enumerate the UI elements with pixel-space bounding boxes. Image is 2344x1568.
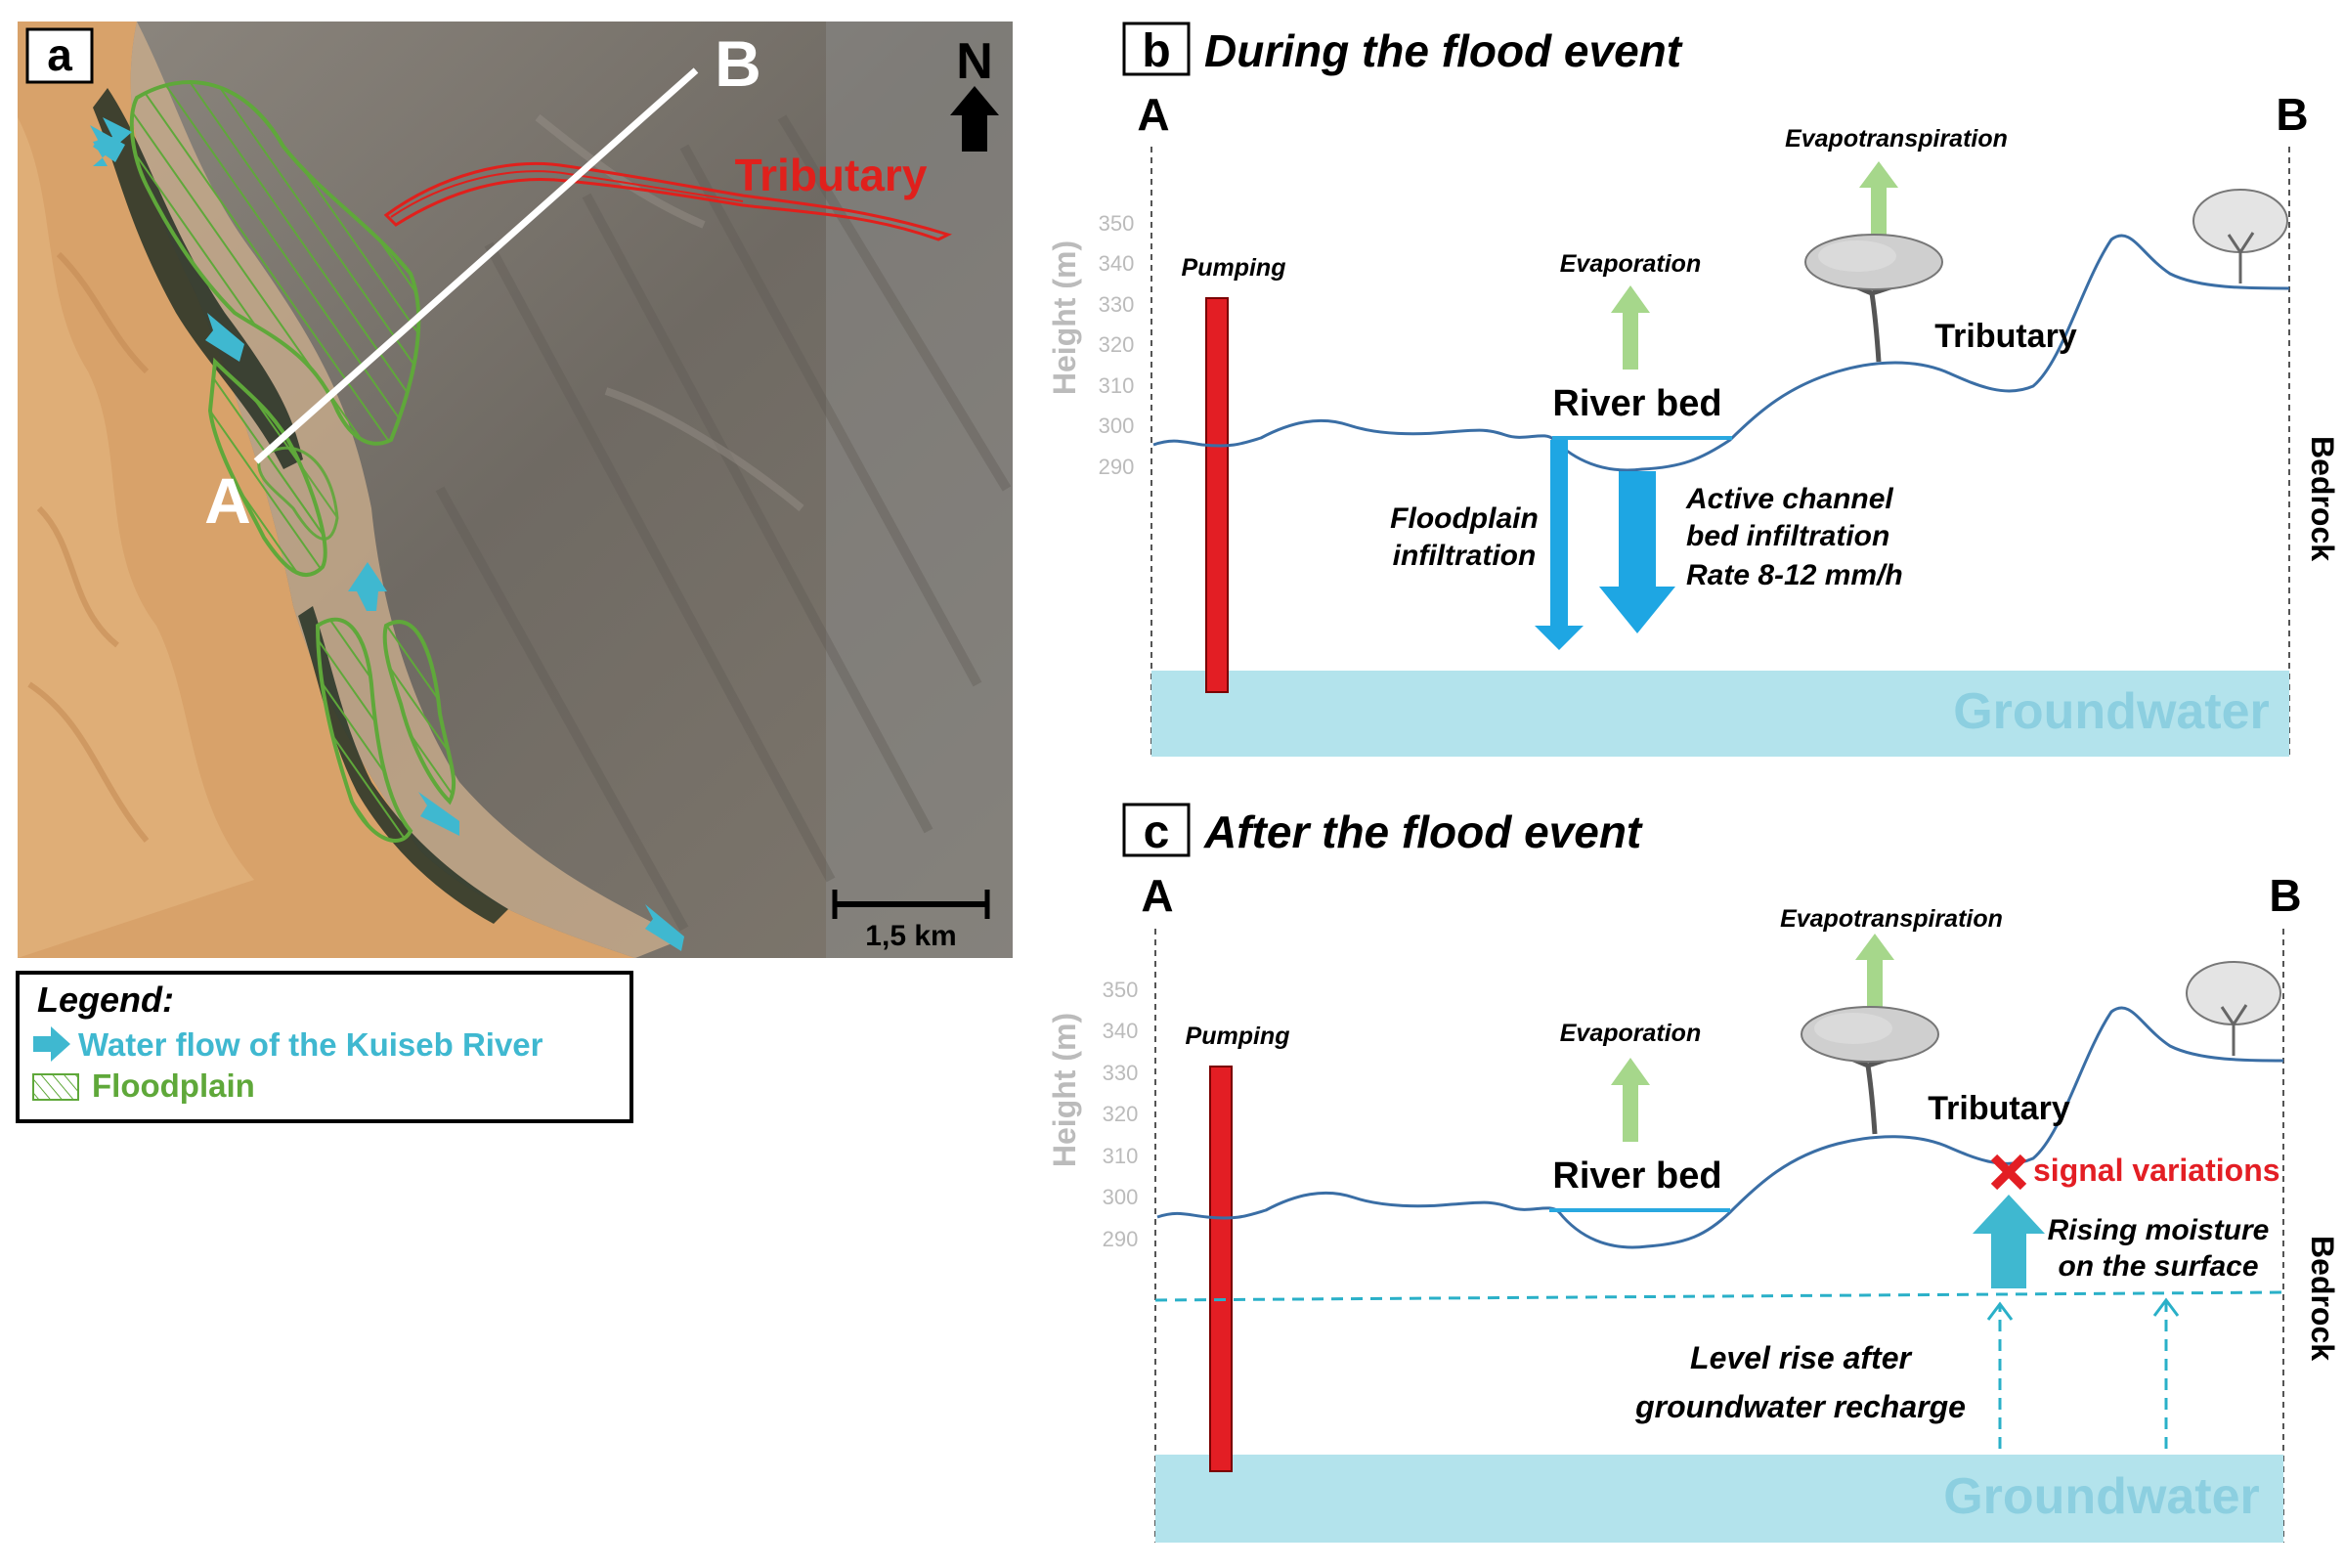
panel-b-active-channel-line3: Rate 8-12 mm/h	[1686, 559, 1903, 591]
map-point-b: B	[715, 27, 761, 100]
panel-c-evaporation-label: Evaporation	[1560, 1020, 1701, 1047]
y-tick: 340	[1099, 251, 1135, 276]
legend-item-flow: Water flow of the Kuiseb River	[78, 1026, 543, 1063]
panel-c-signal-label: signal variations	[2033, 1153, 2280, 1188]
panel-b-label-box	[1122, 22, 1191, 76]
floodplain-south-east	[382, 620, 456, 806]
y-tick: 340	[1103, 1019, 1139, 1043]
north-label: N	[956, 33, 993, 90]
panel-b-groundwater-zone	[1151, 671, 2289, 757]
y-tick: 290	[1103, 1227, 1139, 1251]
scale-bar	[832, 890, 990, 919]
panel-b-floodplain-infiltration-line2: infiltration	[1393, 540, 1537, 572]
panel-c-new-water-level	[1154, 1290, 2284, 1302]
y-tick: 300	[1099, 414, 1135, 438]
panel-c-evaporation-arrow-icon	[1611, 1058, 1650, 1142]
panel-b-terrain-line	[1152, 234, 2290, 472]
panel-c-label-box	[1122, 803, 1191, 857]
panel-c-point-a: A	[1141, 870, 1173, 921]
flow-arrow-icon	[90, 125, 125, 162]
panel-c-y-ticks: 350 340 330 320 310 300 290	[1103, 978, 1139, 1251]
panel-b-evapotranspiration-label: Evapotranspiration	[1785, 125, 2008, 152]
map-tributary-label: Tributary	[735, 150, 928, 200]
y-tick: 350	[1099, 211, 1135, 236]
panel-c-bedrock-label: Bedrock	[2305, 1236, 2340, 1361]
panel-c-groundwater-label: Groundwater	[1943, 1468, 2260, 1525]
panel-c-acacia-tree-icon	[1801, 1006, 1939, 1135]
panel-c-pumping-label: Pumping	[1186, 1023, 1290, 1050]
y-tick: 320	[1103, 1102, 1139, 1126]
legend-box	[16, 971, 633, 1123]
panel-b-pumping-label: Pumping	[1182, 254, 1286, 282]
y-tick: 350	[1103, 978, 1139, 1002]
panel-b-pumping-well	[1205, 297, 1229, 693]
panel-b-tributary-label: Tributary	[1934, 318, 2077, 355]
floodplain-north	[129, 80, 421, 446]
rising-moisture-arrow-icon	[1973, 1195, 2045, 1288]
profile-line-a-b	[253, 67, 699, 464]
panel-b-groundwater-label: Groundwater	[1953, 683, 2270, 740]
panel-c-river-bed-label: River bed	[1552, 1155, 1721, 1197]
panel-b-title: During the flood event	[1204, 25, 1683, 76]
panel-c-label: c	[1144, 806, 1170, 858]
panel-c-small-tree-icon	[2186, 961, 2281, 1056]
panel-c-title: After the flood event	[1203, 806, 1643, 857]
panel-b-point-a: A	[1137, 89, 1169, 140]
panel-a-label: a	[47, 29, 72, 80]
panel-c-rising-moisture-line2: on the surface	[2058, 1250, 2258, 1283]
panel-b-small-tree-icon	[2192, 189, 2288, 283]
panel-b-acacia-tree-icon	[1804, 234, 1943, 363]
panel-c-terrain-line	[1156, 1006, 2284, 1249]
panel-a-label-box	[25, 27, 94, 84]
hatched-box-icon	[32, 1073, 79, 1101]
panel-b-floodplain-infiltration-arrow-icon	[1535, 440, 1584, 650]
y-tick: 300	[1103, 1185, 1139, 1209]
legend-item-floodplain: Floodplain	[92, 1067, 255, 1104]
panel-c-pumping-well	[1209, 1066, 1233, 1472]
level-rise-arrows	[1986, 1297, 2180, 1449]
panel-b-bedrock-label: Bedrock	[2305, 436, 2340, 561]
north-arrow-icon	[950, 86, 999, 152]
panel-b-evaporation-label: Evaporation	[1560, 250, 1701, 278]
panel-c-groundwater-zone	[1155, 1455, 2283, 1543]
panel-b-channel-infiltration-arrow-icon	[1599, 471, 1675, 633]
panel-b-evaporation-arrow-icon	[1611, 285, 1650, 370]
panel-c-level-rise-line2: groundwater recharge	[1634, 1389, 1966, 1424]
panel-b-active-channel-line2: bed infiltration	[1686, 520, 1889, 552]
panel-c-rising-moisture-line1: Rising moisture	[2048, 1214, 2270, 1246]
panel-c-point-b: B	[2269, 870, 2301, 921]
map-point-a: A	[204, 464, 251, 537]
panel-b: b During the flood event A B Groundwater…	[1047, 22, 2340, 758]
panel-c-level-rise-line1: Level rise after	[1690, 1340, 1912, 1375]
panel-b-floodplain-infiltration-line1: Floodplain	[1390, 502, 1539, 535]
panel-c-evapotranspiration-arrow-icon	[1855, 934, 1894, 1007]
y-tick: 310	[1099, 373, 1135, 398]
panel-c-evapotranspiration-label: Evapotranspiration	[1780, 905, 2003, 933]
cyan-arrow-icon	[33, 1026, 70, 1062]
panel-b-label: b	[1142, 25, 1170, 77]
legend-title: Legend:	[37, 980, 174, 1020]
floodplain-south-west	[315, 617, 413, 843]
y-tick: 310	[1103, 1144, 1139, 1168]
panel-a-map: a B A Tributary N 1,5 km	[18, 22, 1013, 958]
y-tick: 320	[1099, 332, 1135, 357]
panel-c-tributary-label: Tributary	[1928, 1090, 2070, 1127]
panel-b-evapotranspiration-arrow-icon	[1859, 161, 1898, 235]
panel-c-y-axis-label: Height (m)	[1047, 1013, 1082, 1167]
panel-b-y-axis-label: Height (m)	[1047, 240, 1082, 395]
panel-b-y-ticks: 350 340 330 320 310 300 290	[1099, 211, 1135, 479]
scale-label: 1,5 km	[865, 920, 956, 952]
y-tick: 290	[1099, 455, 1135, 479]
panel-b-river-bed-label: River bed	[1552, 383, 1721, 424]
panel-c: c After the flood event A B Groundwater …	[1047, 803, 2340, 1543]
panel-b-point-b: B	[2276, 89, 2308, 140]
y-tick: 330	[1103, 1061, 1139, 1085]
y-tick: 330	[1099, 292, 1135, 317]
panel-b-active-channel-line1: Active channel	[1685, 483, 1893, 515]
legend: Legend: Water flow of the Kuiseb River F…	[16, 971, 633, 1123]
signal-x-icon	[1990, 1154, 2027, 1191]
